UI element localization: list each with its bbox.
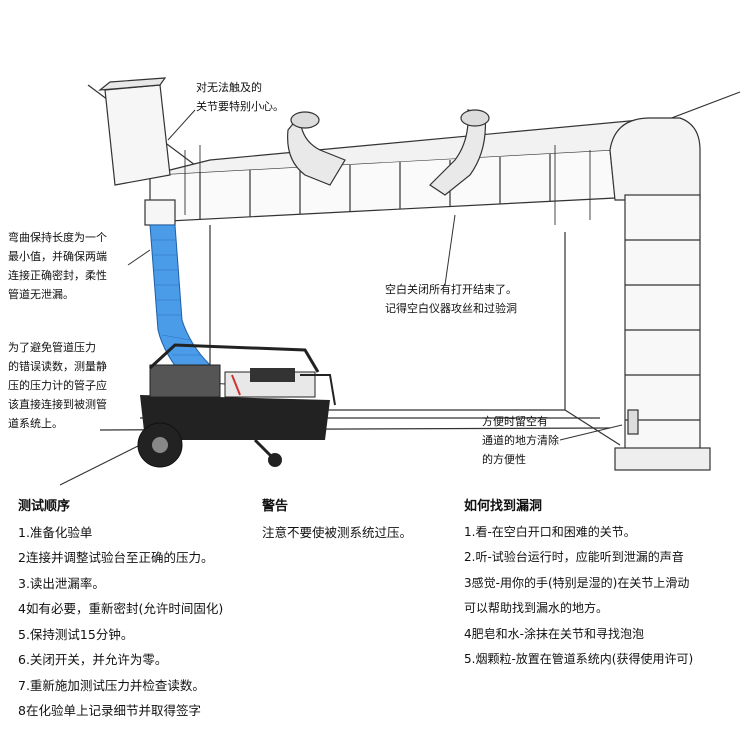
- right-duct-base: [614, 447, 711, 471]
- find-leaks-item: 5.烟颗粒-放置在管道系统内(获得使用许可): [464, 652, 694, 666]
- callout-bend-line-1: 弯曲保持长度为一个: [8, 231, 107, 244]
- left-down-duct: [144, 199, 176, 226]
- callout-blank-line-2: 记得空白仪器攻丝和过验洞: [385, 302, 517, 315]
- warning-text: 注意不要使被测系统过压。: [262, 524, 413, 540]
- section-find-leaks: 如何找到漏洞 1.看-在空白开口和困难的关节。 2.听-试验台运行时，应能听到泄…: [464, 494, 748, 673]
- procedure-step: 1.准备化验单: [18, 524, 93, 540]
- callout-pressure-line-3: 压的压力计的管子应: [8, 379, 107, 392]
- duct-seams: [199, 154, 551, 220]
- callout-access-line-2: 通道的地方清除: [482, 434, 559, 447]
- find-leaks-item: 3感觉-用你的手(特别是湿的)在关节上滑动: [464, 575, 690, 590]
- procedure-step: 2连接并调整试验台至正确的压力。: [18, 550, 214, 565]
- callout-pressure-line-1: 为了避免管道压力: [8, 341, 96, 354]
- procedure-step: 8在化验单上记录细节并取得签字: [18, 703, 201, 718]
- procedure-step: 4如有必要，重新密封(允许时间固化): [18, 601, 224, 616]
- callout-pressure-line-4: 该直接连接到被测管: [8, 398, 107, 411]
- flex-drop-2: [429, 109, 487, 196]
- callout-blank-line-1: 空白关闭所有打开结束了。: [385, 283, 517, 296]
- cart-wheel-hub: [152, 437, 168, 453]
- procedure-heading: 测试顺序: [18, 499, 71, 514]
- callout-bend-line-4: 管道无泄漏。: [8, 288, 74, 301]
- callout-right-blank: 空白关闭所有打开结束了。 记得空白仪器攻丝和过验洞: [385, 280, 517, 318]
- callout-top-line-2: 关节要特别小心。: [196, 100, 284, 113]
- duct-test-illustration: [59, 77, 741, 486]
- left-riser-cap: [98, 77, 167, 91]
- callout-top-line-1: 对无法触及的: [196, 81, 262, 94]
- find-leaks-item: 可以帮助找到漏水的地方。: [464, 601, 609, 615]
- leader-blank: [444, 214, 456, 286]
- callout-left-pressure: 为了避免管道压力 的错误读数，测量静 压的压力计的管子应 该直接连接到被测管 道…: [8, 338, 107, 433]
- procedure-step: 7.重新施加测试压力并检查读数。: [18, 677, 205, 693]
- find-leaks-item: 4肥皂和水-涂抹在关节和寻找泡泡: [464, 626, 644, 641]
- cart-wheel-small: [268, 453, 282, 467]
- right-vertical-duct: [624, 194, 701, 451]
- test-rig: [140, 343, 336, 462]
- diffuser-2: [460, 109, 490, 127]
- find-leaks-item: 1.看-在空白开口和困难的关节。: [464, 524, 636, 539]
- leader-top: [167, 109, 196, 141]
- flex-drop-1: [287, 113, 346, 186]
- access-panel: [627, 409, 639, 435]
- callout-top: 对无法触及的 关节要特别小心。: [196, 78, 284, 116]
- section-warning: 警告 注意不要使被测系统过压。: [262, 494, 452, 545]
- warning-heading: 警告: [262, 499, 289, 514]
- right-elbow: [609, 117, 701, 201]
- procedure-step: 5.保持测试15分钟。: [18, 626, 134, 642]
- callout-access-line-1: 方便时留空有: [482, 415, 548, 428]
- callout-bend-line-3: 连接正确密封，柔性: [8, 269, 107, 282]
- callout-pressure-line-5: 道系统上。: [8, 417, 63, 430]
- section-procedure: 测试顺序 1.准备化验单 2连接并调整试验台至正确的压力。 3.读出泄漏率。 4…: [18, 494, 258, 724]
- callout-access-line-3: 的方便性: [482, 453, 526, 466]
- callout-right-access: 方便时留空有 通道的地方清除 的方便性: [482, 412, 559, 469]
- diffuser-1: [290, 111, 320, 129]
- procedure-step: 6.关闭开关，并允许为零。: [18, 652, 168, 667]
- right-duct-seams: [625, 239, 700, 421]
- callout-bend-line-2: 最小值，并确保两端: [8, 250, 107, 263]
- flex-hose-ribs: [151, 239, 200, 356]
- leader-bend: [127, 249, 151, 266]
- left-riser-duct: [104, 84, 171, 186]
- hanger-rods: [184, 145, 591, 225]
- callout-pressure-line-2: 的错误读数，测量静: [8, 360, 107, 373]
- find-leaks-heading: 如何找到漏洞: [464, 499, 543, 514]
- leader-access: [559, 424, 623, 441]
- callout-left-bend: 弯曲保持长度为一个 最小值，并确保两端 连接正确密封，柔性 管道无泄漏。: [8, 228, 107, 304]
- procedure-step: 3.读出泄漏率。: [18, 575, 105, 591]
- find-leaks-item: 2.听-试验台运行时，应能听到泄漏的声音: [464, 550, 684, 564]
